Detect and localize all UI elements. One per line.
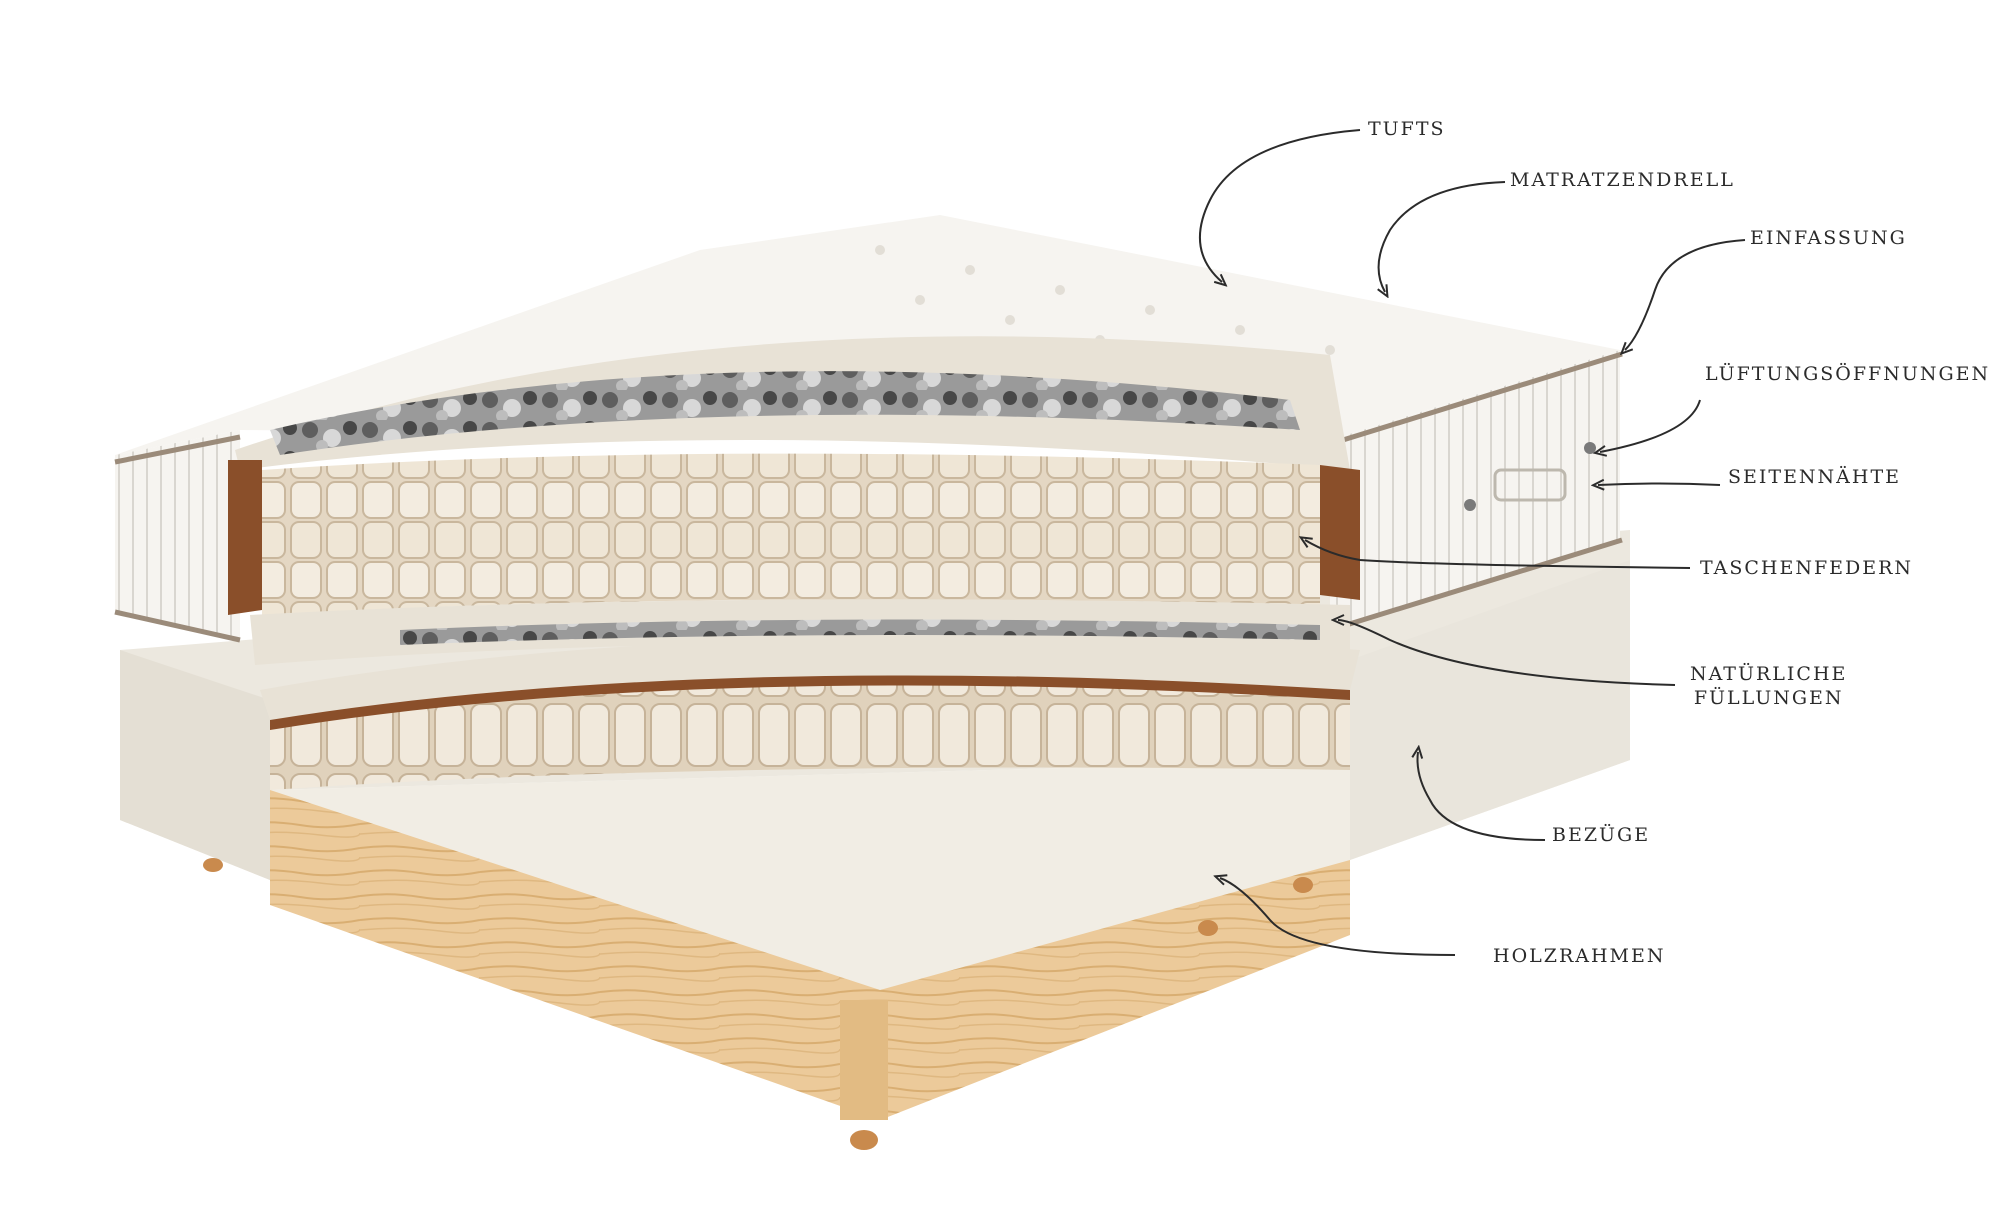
arrow-taschenfedern (1305, 540, 1691, 569)
label-lueftungsoeffnungen: LÜFTUNGSÖFFNUNGEN (1705, 363, 1991, 385)
label-matratzendrell: MATRATZENDRELL (1510, 169, 1735, 191)
label-bezuege: BEZÜGE (1552, 824, 1651, 846)
label-natuerliche-fuellungen: NATÜRLICHE FÜLLUNGEN (1690, 662, 1847, 710)
arrow-bezuege (1418, 752, 1546, 841)
arrow-holzrahmen (1220, 878, 1456, 956)
cutaway-layers (228, 336, 1360, 665)
arrow-einfassung (1625, 239, 1746, 350)
label-fuellungen-line2: FÜLLUNGEN (1693, 687, 1844, 709)
label-einfassung: EINFASSUNG (1750, 227, 1907, 249)
arrow-fuellungen (1338, 620, 1676, 686)
lower-spring-layer (260, 636, 1360, 790)
arrow-lueftung (1600, 399, 1701, 452)
label-seitennaehte: SEITENNÄHTE (1728, 466, 1902, 488)
arrow-matratzendrell (1379, 181, 1506, 292)
label-tufts: TUFTS (1368, 118, 1446, 140)
wooden-frame (270, 760, 1350, 1150)
label-fuellungen-line1: NATÜRLICHE (1690, 663, 1848, 685)
arrow-seitennaehte (1598, 484, 1721, 486)
label-taschenfedern: TASCHENFEDERN (1700, 557, 1914, 579)
arrow-tufts (1198, 129, 1361, 282)
label-holzrahmen: HOLZRAHMEN (1493, 945, 1666, 967)
annotation-arrows (1198, 129, 1746, 956)
